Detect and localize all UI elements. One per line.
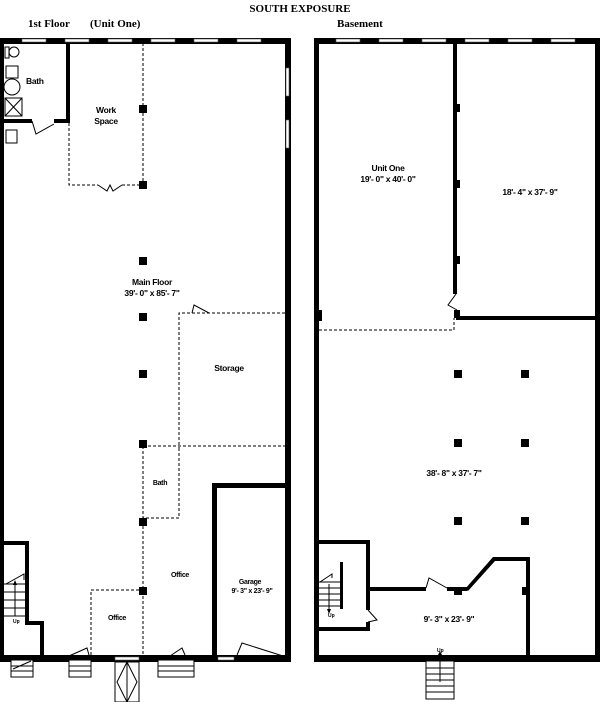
south-wall (0, 655, 291, 662)
west-wall (0, 38, 4, 662)
room-label-garage: Garage (239, 579, 262, 586)
room-label-main-floor: Main Floor (132, 277, 173, 287)
stair-wall (317, 540, 369, 544)
garage-wall (212, 483, 217, 661)
east-wall (285, 38, 291, 662)
north-windows (21, 38, 262, 43)
room-dims-small-room: 9'- 3" x 23'- 9" (424, 614, 475, 624)
north-wall (0, 38, 291, 44)
storage-boundary (178, 312, 285, 450)
sink-icon (5, 65, 19, 79)
stair-wall (4, 541, 28, 545)
room-label-bath-mid: Bath (153, 480, 167, 487)
bath-wall (54, 119, 70, 123)
garage-wall (212, 483, 291, 488)
bath-wall (0, 119, 32, 123)
stairs-icon (4, 573, 25, 617)
cellar-door-icon (114, 656, 140, 702)
room-wall (526, 557, 530, 655)
room-dims-north-right: 18'- 4" x 37'- 9" (502, 187, 557, 197)
room-label-work: Work (96, 105, 116, 115)
storage-door (191, 304, 210, 314)
east-window (285, 119, 290, 149)
west-wall (314, 38, 319, 662)
divider-wall (456, 316, 600, 320)
stair-up-label: Up (437, 648, 444, 654)
room-label-storage: Storage (214, 363, 244, 373)
basement-plan: Unit One 19'- 0" x 40'- 0" 18'- 4" x 37'… (314, 38, 600, 700)
room-dims-garage: 9'- 3" x 23'- 9" (232, 588, 273, 595)
exterior-steps (425, 651, 455, 700)
angled-wall (465, 557, 530, 591)
first-floor-label: 1st Floor (28, 18, 70, 30)
unit-one-label: (Unit One) (90, 18, 141, 30)
room-label-bath: Bath (26, 76, 44, 86)
room-door (425, 577, 448, 589)
bath-wall (66, 44, 70, 122)
columns (454, 370, 529, 525)
divider-wall (453, 44, 457, 294)
toilet-icon (8, 46, 20, 58)
garage-door (236, 642, 284, 657)
stairs-icon (319, 562, 343, 614)
stair-up-label: Up (328, 613, 335, 619)
office-left-boundary (90, 589, 143, 655)
east-window (285, 67, 290, 97)
east-wall (595, 38, 600, 662)
work-space-boundary (68, 123, 98, 186)
exterior-steps (10, 647, 195, 678)
room-dims-main-floor: 39'- 0" x 85'- 7" (124, 288, 179, 298)
garage-window (217, 656, 235, 661)
room-label-unit-one: Unit One (371, 163, 405, 173)
bath-fixtures (3, 46, 23, 144)
room-dims-unit-one: 19'- 0" x 40'- 0" (360, 174, 415, 184)
work-space-door (97, 183, 123, 192)
stair-wall (40, 621, 44, 659)
south-wall (314, 655, 600, 662)
room-wall (368, 587, 426, 591)
room-dims-basement-main: 38'- 8" x 37'- 7" (426, 468, 481, 478)
north-wall (314, 38, 600, 44)
bath-mid-boundary (142, 446, 180, 519)
unit-door (447, 293, 458, 311)
plan-title: SOUTH EXPOSURE (249, 3, 350, 15)
stair-door (367, 609, 378, 623)
tub-icon (3, 78, 21, 96)
unit-one-boundary (319, 318, 455, 331)
stair-wall (317, 627, 369, 631)
first-floor-plan: Bath Work Space Main Floor 39'- 0" x 85'… (0, 38, 291, 702)
bath-door (31, 120, 55, 135)
basement-label: Basement (337, 18, 383, 30)
room-label-office-left: Office (108, 615, 126, 622)
stair-wall (25, 541, 29, 625)
stair-up-label: Up (13, 619, 20, 625)
toilet-tank (4, 46, 10, 59)
stair-wall (366, 540, 370, 610)
room-label-office-right: Office (171, 572, 189, 579)
north-windows (335, 38, 576, 43)
work-space-boundary (122, 44, 144, 186)
appliance-icon (5, 129, 18, 144)
stair-wall (25, 621, 44, 625)
room-label-space: Space (94, 116, 118, 126)
